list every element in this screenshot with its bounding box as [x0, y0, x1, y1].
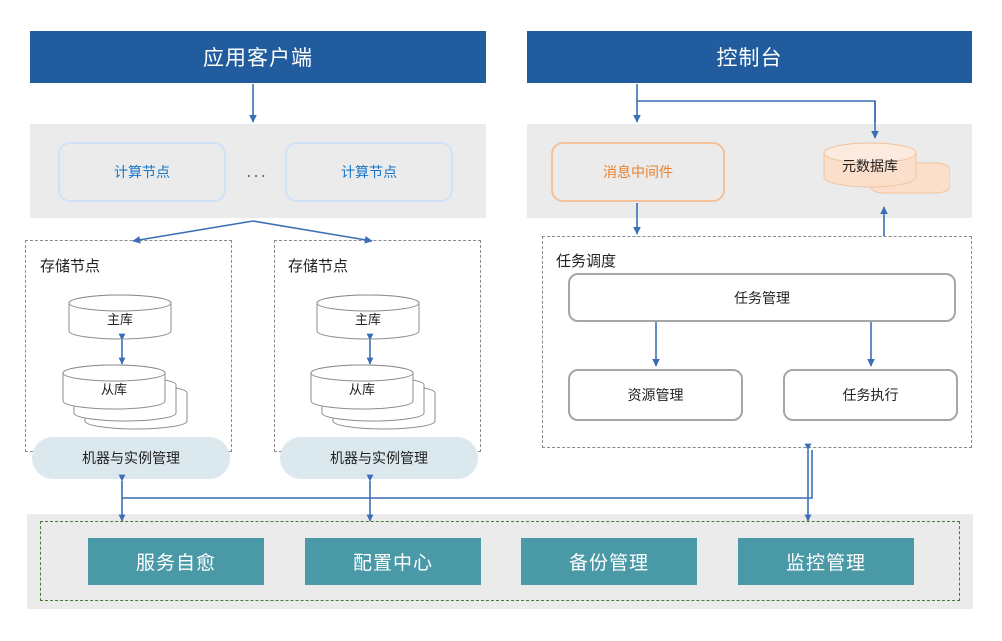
- task-execution-label: 任务执行: [842, 387, 899, 403]
- storage-node-2-replica-db-label: 从库: [348, 381, 375, 397]
- storage-node-2-title: 存储节点: [288, 258, 349, 275]
- service-self-healing-box[interactable]: 服务自愈: [88, 538, 264, 585]
- scheduler-title: 任务调度: [556, 253, 617, 270]
- task-execution-box[interactable]: 任务执行: [783, 369, 958, 421]
- storage-node-1-primary-db-label: 主库: [106, 311, 133, 327]
- metadata-database[interactable]: 元数据库: [822, 141, 951, 203]
- compute-node-2-label: 计算节点: [341, 164, 397, 180]
- metadata-database-label: 元数据库: [842, 158, 898, 174]
- database-cylinder-icon: [68, 294, 172, 340]
- message-middleware-box[interactable]: 消息中间件: [551, 142, 725, 202]
- storage-node-2-primary-db[interactable]: 主库: [316, 294, 420, 340]
- config-center-box[interactable]: 配置中心: [305, 538, 481, 585]
- storage-node-2-primary-db-label: 主库: [354, 311, 381, 327]
- storage-node-1-pill-label: 机器与实例管理: [82, 450, 180, 466]
- storage-node-2-replica-db[interactable]: 从库: [308, 364, 438, 430]
- compute-nodes-ellipsis: ...: [230, 142, 284, 202]
- backup-management-label: 备份管理: [568, 553, 649, 574]
- config-center-label: 配置中心: [352, 553, 433, 574]
- scheduler-container: [542, 236, 972, 448]
- storage-node-1-machine-instance-pill[interactable]: 机器与实例管理: [32, 437, 230, 479]
- header-console: 控制台: [527, 31, 972, 83]
- arrow-console-split-trunk: [636, 84, 876, 122]
- storage-node-1-replica-db[interactable]: 从库: [60, 364, 190, 430]
- service-self-healing-label: 服务自愈: [135, 553, 216, 574]
- stacked-database-icon: [823, 142, 951, 194]
- platform-services-dashed-frame: [40, 521, 960, 601]
- database-cylinder-icon: [316, 294, 420, 340]
- stacked-database-cylinder-icon: [62, 364, 188, 430]
- header-console-label: 控制台: [716, 47, 783, 70]
- header-application-client: 应用客户端: [30, 31, 486, 83]
- compute-node-1-label: 计算节点: [114, 164, 170, 180]
- compute-node-2[interactable]: 计算节点: [285, 142, 453, 202]
- arrow-compute-to-storage-2: [252, 220, 373, 244]
- compute-band-background: [30, 124, 486, 218]
- arrow-compute-to-storage-1: [132, 220, 254, 244]
- backup-management-box[interactable]: 备份管理: [521, 538, 697, 585]
- stacked-database-cylinder-icon: [310, 364, 436, 430]
- message-middleware-label: 消息中间件: [603, 164, 673, 180]
- header-application-client-label: 应用客户端: [203, 47, 313, 70]
- task-management-box[interactable]: 任务管理: [568, 273, 956, 322]
- monitoring-management-label: 监控管理: [785, 553, 866, 574]
- storage-node-1-title: 存储节点: [40, 258, 101, 275]
- ellipsis-label: ...: [246, 161, 268, 182]
- compute-node-1[interactable]: 计算节点: [58, 142, 226, 202]
- storage-node-1-replica-db-label: 从库: [100, 381, 127, 397]
- storage-node-1-primary-db[interactable]: 主库: [68, 294, 172, 340]
- storage-node-2-machine-instance-pill[interactable]: 机器与实例管理: [280, 437, 478, 479]
- resource-management-box[interactable]: 资源管理: [568, 369, 743, 421]
- resource-management-label: 资源管理: [627, 387, 684, 403]
- monitoring-management-box[interactable]: 监控管理: [738, 538, 914, 585]
- task-management-label: 任务管理: [734, 289, 790, 306]
- storage-node-2-pill-label: 机器与实例管理: [330, 450, 428, 466]
